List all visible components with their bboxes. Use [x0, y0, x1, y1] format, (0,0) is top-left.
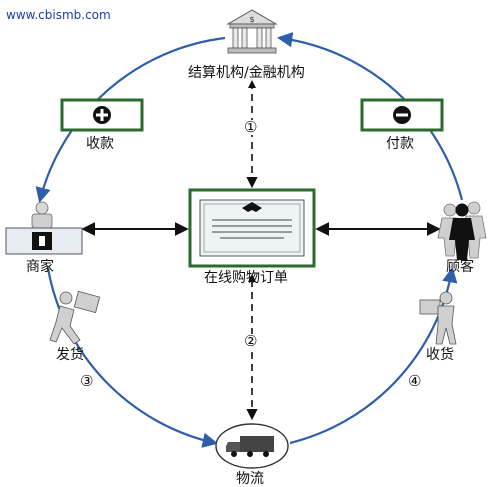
bank-label: 结算机构/金融机构 — [188, 65, 305, 81]
shipping-person-icon — [49, 290, 101, 345]
pay-label: 付款 — [386, 136, 414, 152]
step-three: ③ — [80, 372, 94, 390]
ship-label: 发货 — [56, 347, 84, 363]
watermark: www.cbismb.com — [6, 8, 111, 22]
order-label: 在线购物订单 — [204, 270, 288, 286]
step-two: ② — [244, 332, 258, 350]
plus-box — [60, 98, 144, 132]
merchant-label: 商家 — [26, 259, 54, 275]
arc-customer-to-bank — [276, 32, 464, 201]
order-box — [188, 188, 316, 268]
logistics-label: 物流 — [236, 471, 264, 487]
merchant-icon — [5, 201, 83, 255]
receive-goods-label: 收货 — [426, 347, 454, 363]
arc-bank-to-merchant — [35, 36, 226, 203]
svg-text:$: $ — [249, 15, 254, 24]
bank-icon: $ — [226, 9, 278, 54]
minus-box — [360, 98, 444, 132]
customers-icon — [437, 201, 487, 260]
step-four: ④ — [408, 372, 422, 390]
logistics-node — [215, 423, 289, 469]
receiving-person-icon — [419, 291, 457, 345]
arc-merchant-to-logistics — [46, 267, 219, 448]
truck-icon — [226, 436, 274, 457]
receive-payment-label: 收款 — [86, 136, 114, 152]
customer-label: 顾客 — [446, 259, 474, 275]
step-one: ① — [244, 118, 258, 136]
